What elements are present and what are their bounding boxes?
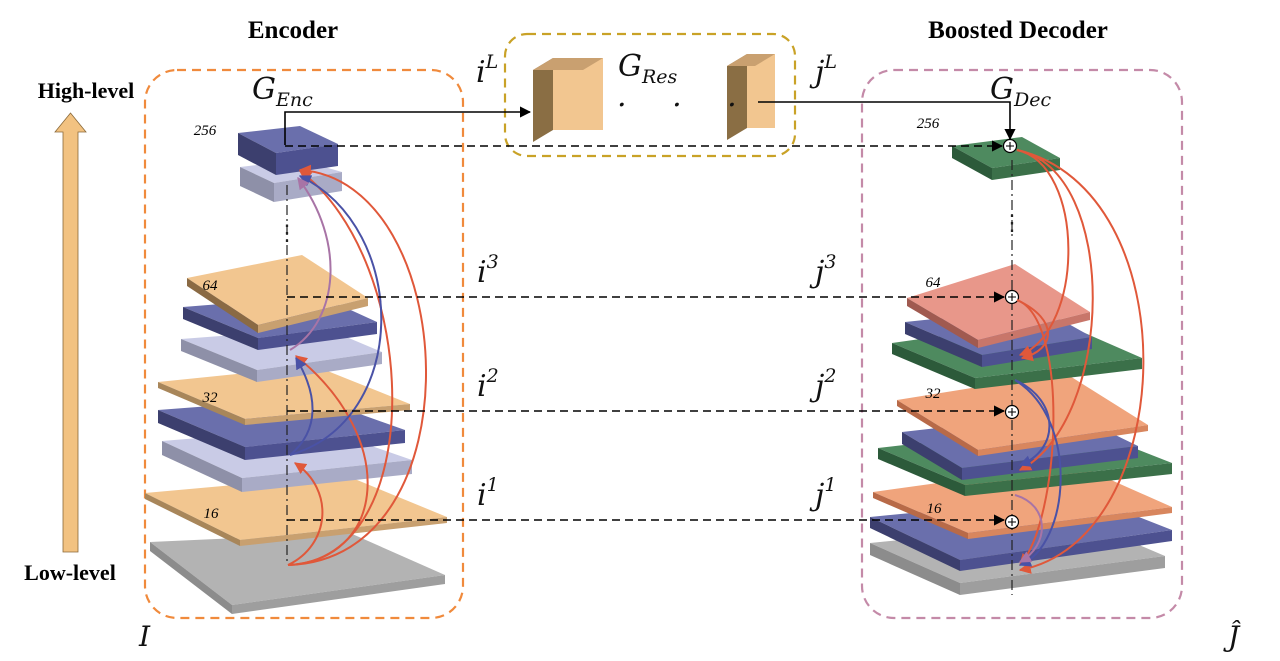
sum-node-16 — [1004, 514, 1020, 530]
j-1-label: j1 — [809, 474, 836, 513]
encoder-input-plane — [150, 533, 445, 605]
encoder-level-32: 32 — [202, 390, 219, 406]
sum-node-256 — [1002, 138, 1018, 154]
g-dec-label: GDec — [990, 72, 1051, 111]
j-2-label: j2 — [809, 365, 836, 404]
decoder-box — [860, 68, 1184, 620]
j-L-label: jL — [809, 51, 837, 90]
decoder-plane-256 — [952, 137, 1060, 168]
decoder-vdots: ⋮ — [1001, 210, 1023, 235]
encoder-plane-32 — [158, 366, 410, 419]
decoder-level-64: 64 — [926, 275, 942, 291]
encoder-dense-arcs — [287, 164, 427, 566]
decoder-stack — [870, 137, 1172, 595]
g-enc-label: GEnc — [252, 72, 313, 111]
residual-blocks — [533, 54, 775, 142]
encoder-vdots: ⋮ — [276, 220, 298, 245]
encoder-box — [143, 68, 465, 620]
sum-node-32 — [1004, 404, 1020, 420]
i-1-label: i1 — [477, 474, 499, 513]
low-level-label: Low-level — [24, 560, 116, 585]
encoder-plane-64 — [187, 255, 368, 325]
sum-node-64 — [1004, 289, 1020, 305]
i-3-label: i3 — [477, 251, 499, 290]
encoder-level-64: 64 — [203, 278, 219, 294]
decoder-plane-32 — [897, 373, 1148, 450]
decoder-title: Boosted Decoder — [928, 17, 1108, 44]
encoder-level-16: 16 — [204, 506, 220, 522]
decoder-level-16: 16 — [927, 501, 943, 517]
encoder-title: Encoder — [248, 17, 338, 44]
g-res-label: GRes — [618, 49, 678, 88]
skip-top-to-residual — [284, 106, 532, 145]
input-symbol: I — [138, 620, 151, 653]
output-symbol: Ĵ — [1223, 620, 1241, 653]
encoder-stack — [145, 126, 447, 614]
residual-block-first — [533, 58, 553, 142]
level-arrow — [54, 112, 87, 553]
j-3-label: j3 — [809, 251, 836, 290]
high-level-label: High-level — [38, 78, 135, 103]
residual-block-last — [727, 54, 747, 140]
encoder-plane-16 — [145, 475, 447, 540]
skip-residual-to-decoder — [758, 101, 1016, 141]
sum-nodes — [1002, 138, 1020, 530]
residual-dots: . . . — [617, 79, 755, 114]
encoder-level-256: 256 — [194, 123, 217, 139]
residual-box — [503, 32, 797, 158]
i-2-label: i2 — [477, 365, 499, 404]
decoder-level-32: 32 — [925, 386, 942, 402]
decoder-level-256: 256 — [917, 116, 940, 132]
decoder-dense-arcs — [1014, 149, 1145, 574]
skip-connections — [284, 101, 1016, 526]
i-L-label: iL — [476, 51, 498, 90]
